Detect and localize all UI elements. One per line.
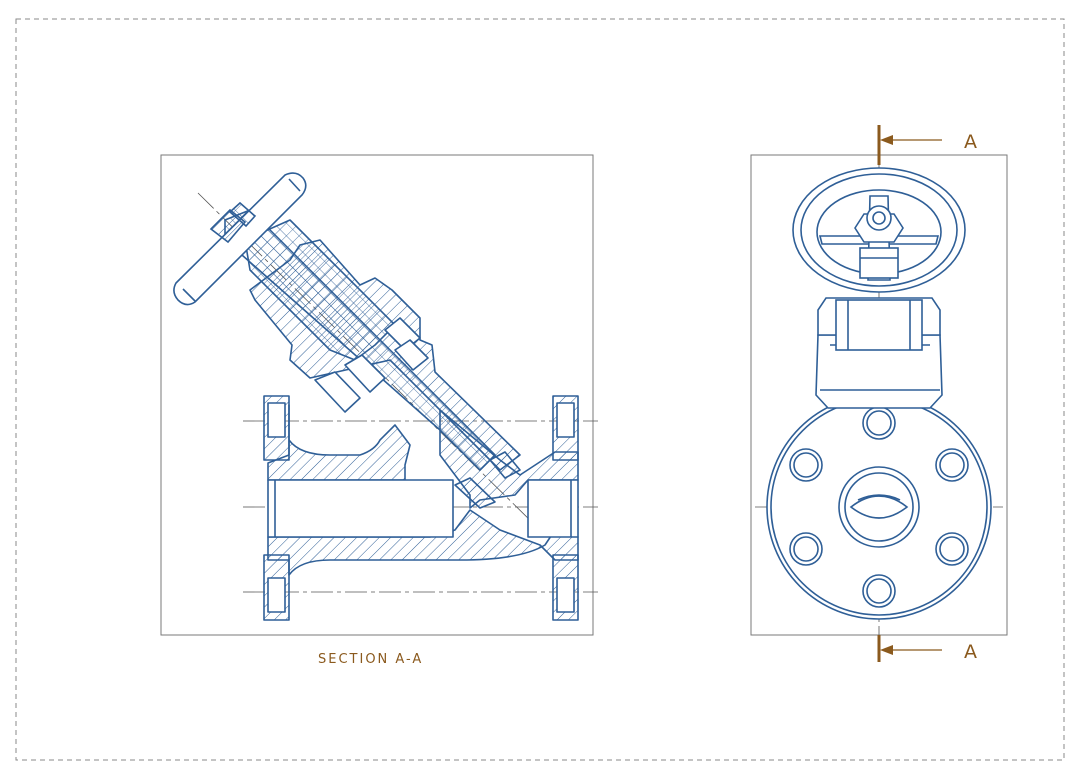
- section-label: SECTION A-A: [318, 652, 423, 667]
- bonnet-section: [224, 209, 521, 509]
- bonnet-front: [815, 297, 943, 409]
- handle-bar: [173, 172, 307, 306]
- section-view: [160, 154, 598, 636]
- flange-face: [766, 394, 992, 620]
- valve-body-section: [263, 395, 579, 621]
- cut-label-bottom: A: [964, 641, 977, 663]
- bolt-holes: [789, 406, 969, 608]
- sheet-border: [15, 18, 1065, 761]
- section-view-frame: [160, 154, 594, 636]
- handwheel-front: [792, 167, 966, 293]
- cutting-plane: [877, 125, 942, 662]
- front-view: A A: [750, 125, 1008, 663]
- cut-label-top: A: [964, 131, 977, 153]
